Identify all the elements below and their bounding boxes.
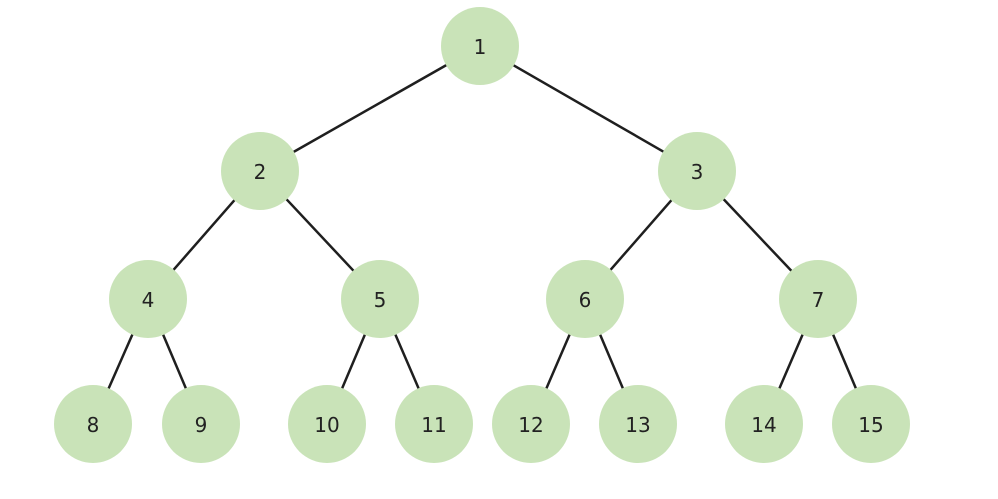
node-circle-14: [725, 385, 803, 463]
node-circle-5: [341, 260, 419, 338]
tree-node-13: 13: [599, 385, 677, 463]
edge-1-3: [512, 64, 665, 153]
tree-node-10: 10: [288, 385, 366, 463]
edge-7-15: [831, 333, 858, 390]
node-circle-9: [162, 385, 240, 463]
edge-2-5: [285, 198, 355, 272]
node-circle-13: [599, 385, 677, 463]
edge-6-13: [598, 333, 625, 390]
tree-node-11: 11: [395, 385, 473, 463]
edge-4-8: [107, 333, 134, 390]
tree-node-9: 9: [162, 385, 240, 463]
node-label-4: 4: [142, 288, 155, 312]
tree-node-6: 6: [546, 260, 624, 338]
node-label-7: 7: [812, 288, 825, 312]
edge-3-6: [609, 199, 673, 271]
node-label-8: 8: [87, 413, 100, 437]
node-circle-1: [441, 7, 519, 85]
tree-node-15: 15: [832, 385, 910, 463]
node-circle-3: [658, 132, 736, 210]
edge-5-11: [394, 333, 420, 390]
tree-node-4: 4: [109, 260, 187, 338]
node-circle-12: [492, 385, 570, 463]
node-circle-15: [832, 385, 910, 463]
tree-node-1: 1: [441, 7, 519, 85]
node-label-15: 15: [858, 413, 883, 437]
node-label-1: 1: [474, 35, 487, 59]
tree-node-3: 3: [658, 132, 736, 210]
node-circle-7: [779, 260, 857, 338]
node-label-14: 14: [751, 413, 776, 437]
tree-node-7: 7: [779, 260, 857, 338]
edge-1-2: [292, 64, 448, 153]
edge-4-9: [161, 333, 188, 390]
node-label-2: 2: [254, 160, 267, 184]
node-label-6: 6: [579, 288, 592, 312]
tree-node-14: 14: [725, 385, 803, 463]
node-label-11: 11: [421, 413, 446, 437]
tree-node-2: 2: [221, 132, 299, 210]
node-label-13: 13: [625, 413, 650, 437]
tree-node-12: 12: [492, 385, 570, 463]
edges-layer: [107, 64, 858, 390]
node-label-10: 10: [314, 413, 339, 437]
node-circle-10: [288, 385, 366, 463]
node-label-12: 12: [518, 413, 543, 437]
edge-7-14: [778, 333, 804, 390]
tree-node-8: 8: [54, 385, 132, 463]
edge-3-7: [722, 198, 793, 272]
node-label-9: 9: [195, 413, 208, 437]
node-circle-4: [109, 260, 187, 338]
node-label-5: 5: [374, 288, 387, 312]
node-circle-8: [54, 385, 132, 463]
node-circle-11: [395, 385, 473, 463]
node-label-3: 3: [691, 160, 704, 184]
edge-5-10: [340, 333, 367, 390]
node-circle-2: [221, 132, 299, 210]
tree-node-5: 5: [341, 260, 419, 338]
edge-6-12: [545, 333, 571, 390]
edge-2-4: [172, 199, 236, 271]
node-circle-6: [546, 260, 624, 338]
